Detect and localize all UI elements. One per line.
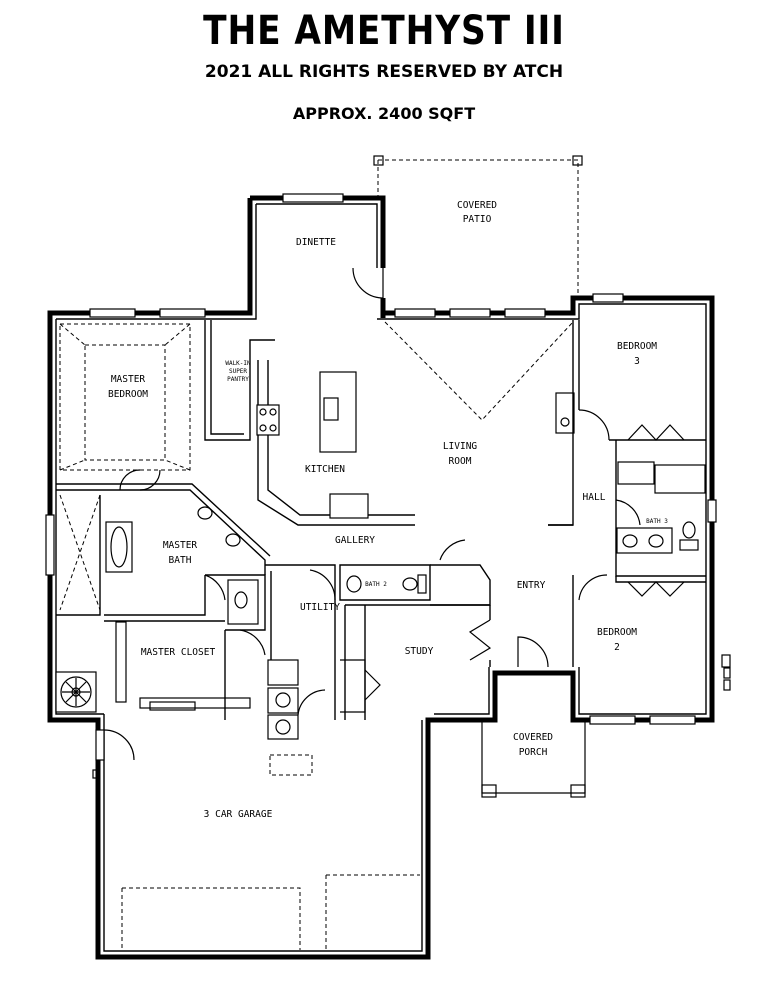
study-label: STUDY <box>405 646 434 657</box>
pantry-label-3: PANTRY <box>227 376 249 383</box>
pantry-label-1: WALK-IN <box>225 360 251 367</box>
kitchen-label: KITCHEN <box>305 464 345 475</box>
entry-label: ENTRY <box>517 580 546 591</box>
covered-patio-label-1: COVERED <box>457 200 497 211</box>
exterior-walls <box>45 193 717 960</box>
electric-meter <box>721 654 731 691</box>
bedroom-2-label-1: BEDROOM <box>597 627 637 638</box>
utility-label: UTILITY <box>300 602 340 613</box>
ac-unit <box>55 671 97 713</box>
bedroom-3-label-1: BEDROOM <box>617 341 657 352</box>
master-bedroom-label-2: BEDROOM <box>108 389 148 400</box>
covered-porch-label-1: COVERED <box>513 732 553 743</box>
covered-patio-label-2: PATIO <box>463 214 492 225</box>
square-footage: APPROX. 2400 SQFT <box>292 104 476 123</box>
hall-label: HALL <box>583 492 606 503</box>
living-room-label-1: LIVING <box>443 441 478 452</box>
copyright-notice: 2021 ALL RIGHTS RESERVED BY ATCH <box>204 62 564 82</box>
interior-walls <box>56 267 706 776</box>
garage-label: 3 CAR GARAGE <box>204 809 273 820</box>
covered-patio <box>373 155 583 300</box>
bath-2-label: BATH 2 <box>365 581 387 588</box>
master-bath-label-2: BATH <box>169 555 192 566</box>
living-room-label-2: ROOM <box>449 456 472 467</box>
master-bedroom-label-1: MASTER <box>111 374 146 385</box>
master-closet-label: MASTER CLOSET <box>141 647 216 658</box>
plan-title: THE AMETHYST III <box>203 8 565 54</box>
dinette-label: DINETTE <box>296 237 336 248</box>
room-labels: COVERED PATIO DINETTE WALK-IN SUPER PANT… <box>108 200 668 820</box>
pantry-label-2: SUPER <box>229 368 247 375</box>
covered-porch <box>481 720 586 798</box>
garage <box>92 729 420 950</box>
gallery-label: GALLERY <box>335 535 375 546</box>
covered-porch-label-2: PORCH <box>519 747 548 758</box>
bedroom-2-label-2: 2 <box>614 642 620 653</box>
bath-3-label: BATH 3 <box>646 518 668 525</box>
master-bath-label-1: MASTER <box>163 540 198 551</box>
bedroom-3-label-2: 3 <box>634 356 640 367</box>
